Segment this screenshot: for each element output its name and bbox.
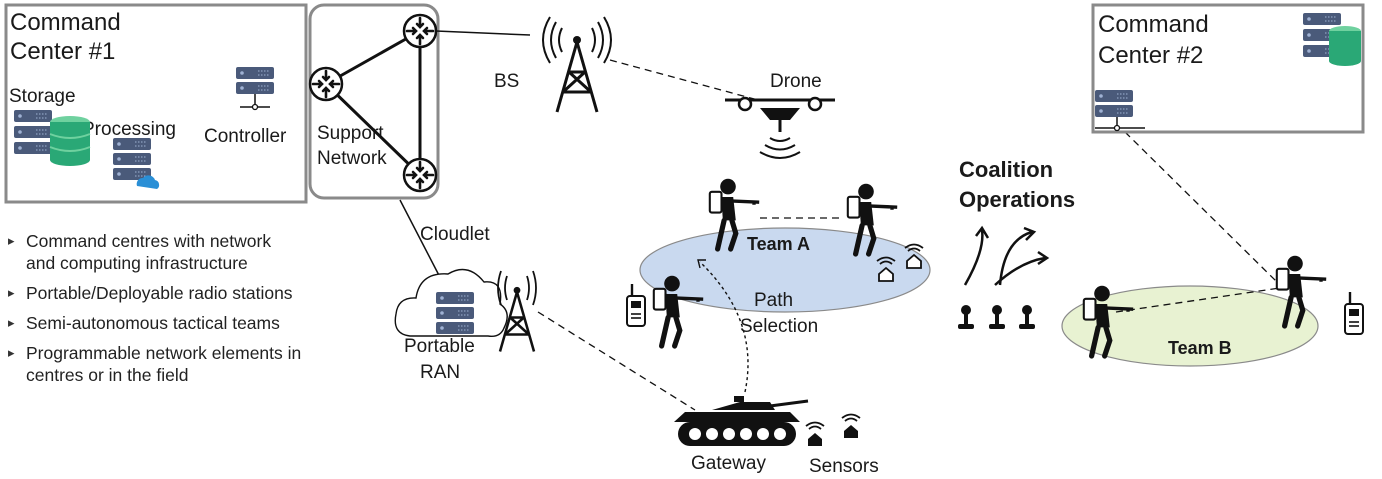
walkie-talkie-icon	[625, 282, 647, 328]
drone: Drone	[725, 71, 835, 159]
path-selection-line1: Path	[754, 290, 793, 311]
ran-gateway-link	[537, 311, 696, 411]
drone-icon	[725, 96, 835, 159]
bullet-text-line2: centres or in the field	[26, 365, 189, 385]
crossing-arrows-icon	[963, 225, 1050, 286]
support-network-label-line2: Network	[317, 148, 387, 169]
storage-label: Storage	[9, 86, 76, 107]
portable-ran-label-line2: RAN	[420, 362, 460, 383]
feature-bullet-list: Command centres with network and computi…	[8, 230, 368, 394]
radio-tower-icon	[555, 34, 599, 114]
support-network: Support Network	[308, 3, 440, 200]
bullet-text-line1: Semi-autonomous tactical teams	[26, 313, 280, 333]
storage-icon	[1302, 12, 1361, 66]
support-network-label-line1: Support	[317, 123, 384, 144]
path-selection-line2: Selection	[740, 316, 818, 337]
base-station: BS	[494, 16, 612, 114]
controller-label: Controller	[204, 126, 287, 147]
command-center-1-title-line1: Command	[10, 9, 121, 36]
bullet-text-line1: Programmable network elements in	[26, 343, 302, 363]
command-center-2-box	[1091, 3, 1365, 134]
router-icon	[402, 13, 438, 49]
team-b-area	[1061, 285, 1319, 367]
support-network-box	[308, 3, 440, 200]
sensor-icon	[841, 413, 861, 439]
gateway-label: Gateway	[691, 453, 766, 474]
bs-drone-link	[609, 59, 759, 101]
server-icon	[435, 291, 475, 335]
team-a-label: Team A	[747, 234, 810, 254]
coalition-operations: Coalition Operations	[958, 157, 1075, 329]
storage-icon	[13, 109, 91, 166]
person-icon	[1019, 305, 1035, 329]
signal-waves-icon	[542, 16, 612, 64]
team-b: Team B	[1061, 256, 1365, 367]
person-icon	[989, 305, 1005, 329]
sensors: Sensors	[805, 413, 879, 477]
cc2-teamb-link	[1124, 131, 1279, 284]
coalition-label-line1: Coalition	[959, 157, 1053, 182]
router-icon	[308, 66, 344, 102]
bullet-text-line2: and computing infrastructure	[26, 253, 248, 273]
person-icon	[958, 305, 974, 329]
signal-waves-icon	[497, 270, 537, 306]
walkie-talkie-icon	[1343, 290, 1365, 336]
team-a: Team A Path Selection	[625, 179, 931, 393]
bullet-item: Portable/Deployable radio stations	[8, 282, 368, 304]
wireless-signal-icon	[759, 137, 801, 159]
bullet-item: Command centres with network and computi…	[8, 230, 368, 274]
processing-server-icon	[112, 137, 160, 189]
tank-icon	[674, 396, 809, 446]
command-center-1-box	[4, 3, 308, 204]
bullet-item: Semi-autonomous tactical teams	[8, 312, 368, 334]
processing-label: Processing	[82, 119, 176, 140]
server-icon	[1094, 89, 1145, 132]
controller-server-icon	[235, 66, 275, 111]
team-b-label: Team B	[1168, 338, 1232, 358]
router-bs-link	[435, 30, 531, 36]
command-center-1-title-line2: Center #1	[10, 38, 115, 65]
gateway: Gateway	[674, 396, 809, 474]
command-center-2: Command Center #2	[1091, 3, 1365, 134]
bullet-text-line1: Command centres with network	[26, 231, 272, 251]
bullet-item: Programmable network elements in centres…	[8, 342, 368, 386]
drone-label: Drone	[770, 71, 822, 92]
portable-ran-label-line1: Portable	[404, 336, 475, 357]
bullet-text-line1: Portable/Deployable radio stations	[26, 283, 293, 303]
sensors-label: Sensors	[809, 456, 879, 477]
network-cloudlet-link	[399, 199, 445, 286]
cloudlet-label: Cloudlet	[420, 224, 490, 245]
coalition-label-line2: Operations	[959, 187, 1075, 212]
sensor-icon	[805, 421, 825, 447]
cloudlet: Cloudlet Portable RAN	[394, 224, 537, 383]
bs-label: BS	[494, 71, 519, 92]
router-icon	[402, 157, 438, 193]
command-center-2-title-line1: Command	[1098, 11, 1209, 38]
command-center-2-title-line2: Center #2	[1098, 42, 1203, 69]
command-center-1: Command Center #1 Storage Processing Con…	[4, 3, 308, 204]
